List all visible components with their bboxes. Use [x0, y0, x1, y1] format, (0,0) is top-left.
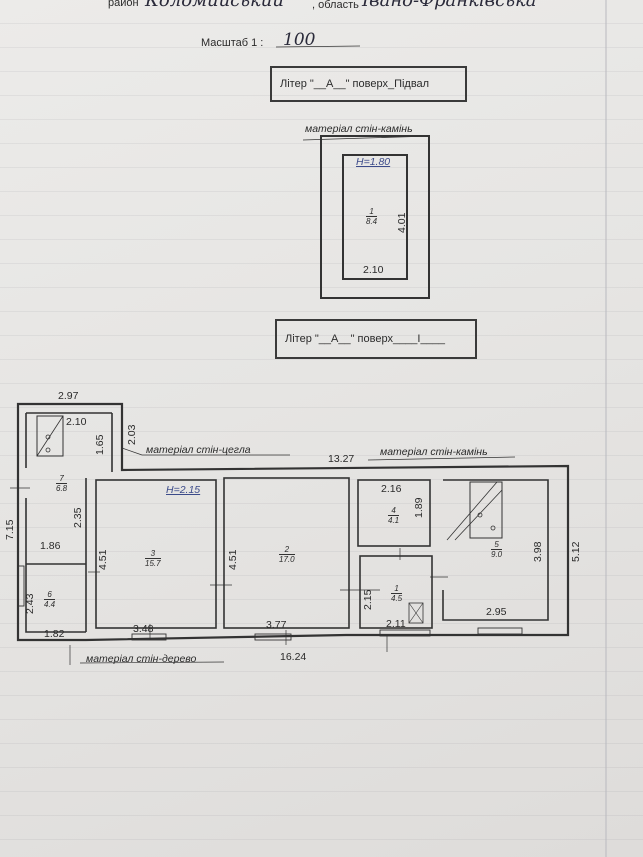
- dim-1-86: 1.86: [40, 540, 61, 552]
- dim-1-65: 1.65: [94, 434, 106, 455]
- scale-label: Масштаб 1 :: [201, 37, 264, 49]
- dim-13-27: 13.27: [328, 453, 355, 465]
- material-wood: матеріал стін-дерево: [86, 653, 197, 665]
- floor-height: H=2.15: [166, 484, 201, 496]
- basement-title: Літер "__А__" поверх_Підвал: [280, 78, 430, 90]
- basement-height: H=1.80: [356, 156, 391, 168]
- dim-16-24: 16.24: [280, 651, 307, 663]
- scale-value: 100: [283, 30, 316, 50]
- dim-3-48: 3.48: [133, 623, 154, 635]
- basement-title-box: Літер "__А__" поверх_Підвал: [270, 66, 467, 102]
- dim-3-77: 3.77: [266, 619, 287, 631]
- dim-2-43: 2.43: [24, 593, 36, 614]
- district-value: Коломийський: [145, 0, 284, 11]
- region-value: Івано-Франківська: [362, 0, 537, 11]
- basement-dim-side: 4.01: [396, 212, 408, 233]
- dim-5-12: 5.12: [570, 541, 582, 562]
- dim-7-15: 7.15: [4, 519, 16, 540]
- basement-material: матеріал стін-камінь: [305, 123, 413, 135]
- dim-4-51-left: 4.51: [97, 549, 109, 570]
- basement-dim-bottom: 2.10: [363, 264, 384, 276]
- material-brick: матеріал стін-цегла: [146, 444, 251, 456]
- dim-2-95: 2.95: [486, 606, 507, 618]
- dim-1-82: 1.82: [44, 628, 65, 640]
- dim-2-11: 2.11: [386, 618, 406, 630]
- material-stone: матеріал стін-камінь: [380, 446, 488, 458]
- dim-3-98: 3.98: [532, 541, 544, 562]
- district-label: район: [108, 0, 139, 9]
- dim-2-16: 2.16: [381, 483, 402, 495]
- dim-2-15: 2.15: [362, 589, 374, 610]
- floor1-title: Літер "__А__" поверх____І____: [285, 333, 445, 345]
- floor1-title-box: Літер "__А__" поверх____І____: [275, 319, 477, 359]
- region-label: , область: [312, 0, 359, 11]
- dim-4-51-right: 4.51: [227, 549, 239, 570]
- dim-2-97: 2.97: [58, 390, 79, 402]
- dim-2-03: 2.03: [126, 424, 138, 445]
- dim-1-89: 1.89: [413, 497, 425, 518]
- dim-2-10: 2.10: [66, 416, 87, 428]
- dim-2-35: 2.35: [72, 507, 84, 528]
